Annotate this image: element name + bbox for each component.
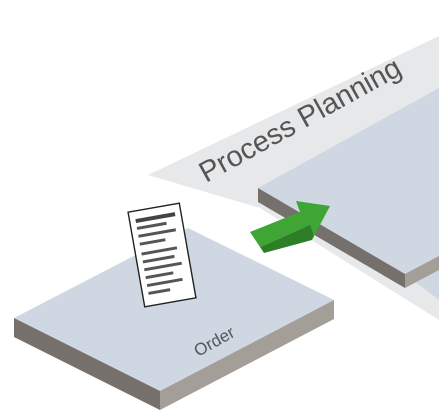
order-document-icon [127,202,197,308]
order-platform-side-left [14,318,160,410]
process-platform-side-left [258,188,405,288]
process-planning-platform [258,88,439,300]
process-platform-side-right [405,256,439,288]
flow-arrow-icon [250,201,330,253]
process-platform-top [258,88,439,300]
order-platform-top [14,228,334,391]
order-platform-side-right [160,300,334,410]
order-platform [14,228,334,410]
